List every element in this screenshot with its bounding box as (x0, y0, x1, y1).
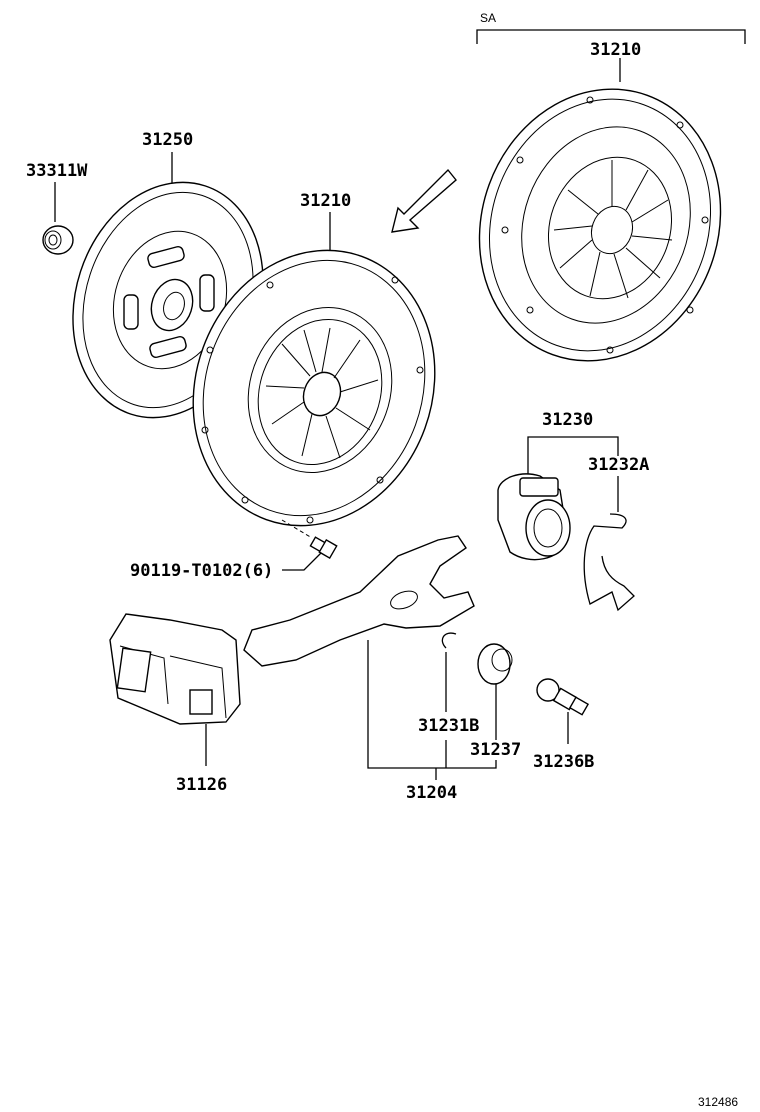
fork-support[interactable] (477, 643, 513, 685)
ball-stud[interactable] (536, 678, 590, 716)
retaining-clip[interactable] (441, 632, 457, 649)
pressure-plate-assembly[interactable] (155, 216, 473, 560)
sa-bracket (476, 29, 746, 82)
release-fork[interactable] (243, 535, 475, 667)
pressure-plate-assembly-sa[interactable] (442, 55, 758, 395)
label-31236b[interactable]: 31236B (533, 752, 594, 772)
label-31250[interactable]: 31250 (142, 130, 193, 150)
direction-arrow-icon (391, 168, 457, 233)
label-31231b[interactable]: 31231B (418, 716, 479, 736)
release-bearing[interactable] (497, 473, 571, 561)
label-31230[interactable]: 31230 (542, 410, 593, 430)
release-fork-boot[interactable] (109, 613, 241, 725)
label-31232a[interactable]: 31232A (588, 455, 649, 475)
label-31237[interactable]: 31237 (470, 740, 521, 760)
label-31204[interactable]: 31204 (406, 783, 457, 803)
pilot-bearing[interactable] (42, 225, 74, 255)
label-31210[interactable]: 31210 (300, 191, 351, 211)
release-bearing-clip[interactable] (583, 513, 635, 612)
figure-id: 312486 (698, 1095, 738, 1109)
label-31126[interactable]: 31126 (176, 775, 227, 795)
label-90119-t0102[interactable]: 90119-T0102(6) (130, 561, 273, 581)
bolt[interactable] (309, 536, 338, 560)
label-33311w[interactable]: 33311W (26, 161, 88, 181)
label-31210-sa[interactable]: 31210 (590, 40, 641, 60)
sa-label: SA (480, 11, 496, 25)
